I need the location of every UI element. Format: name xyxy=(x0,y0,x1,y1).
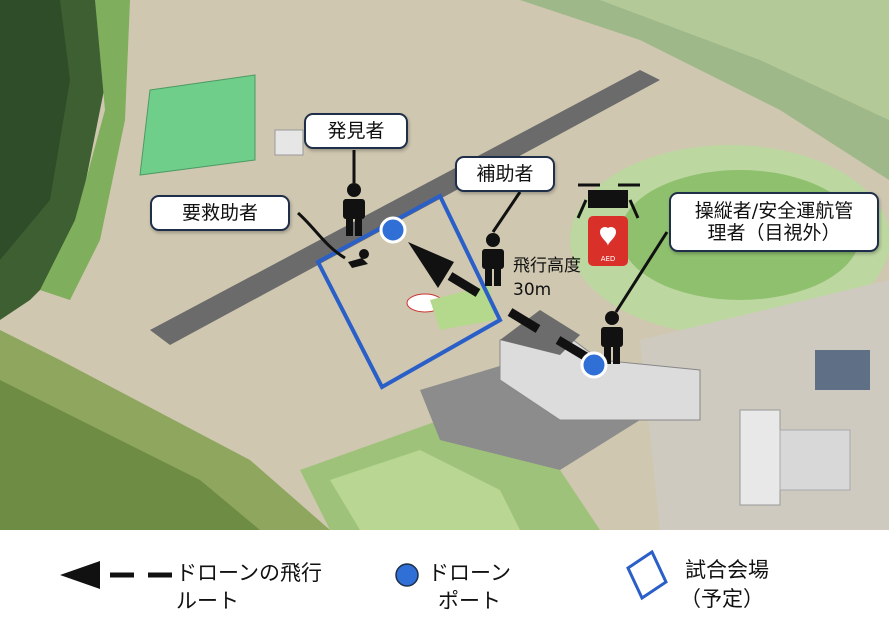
warehouse-building xyxy=(779,429,851,491)
farmland-stripe xyxy=(600,0,889,120)
greenhouse xyxy=(139,74,256,176)
field-bottom-left-dark xyxy=(0,380,260,530)
forest-dark xyxy=(0,0,70,260)
green-plaza-light xyxy=(330,450,520,530)
helipad-green xyxy=(430,285,495,330)
callout-discoverer-text: 発見者 xyxy=(327,120,385,142)
callout-assistant-text: 補助者 xyxy=(476,163,534,185)
callout-operator-line1: 操縦者/安全運航管 xyxy=(694,200,854,222)
legend-venue-label-line1: 試合会場 xyxy=(685,558,769,582)
altitude-label-line2: 30m xyxy=(513,280,552,300)
callout-assistant: 補助者 xyxy=(455,156,555,192)
aed-badge-text: AED xyxy=(601,255,616,263)
callout-operator-line2: 理者（目視外） xyxy=(707,222,841,244)
pointer-assistant xyxy=(491,191,522,233)
altitude-label-line1: 飛行高度 xyxy=(513,256,581,276)
blue-building xyxy=(815,350,870,390)
pointer-rescuee xyxy=(297,211,346,260)
legend-port-label-line1: ドローン xyxy=(428,561,511,585)
legend-port-label-line2: ポート xyxy=(438,589,501,613)
callout-operator: 操縦者/安全運航管 理者（目視外） xyxy=(669,192,879,252)
route-dash-2 xyxy=(507,308,541,333)
route-arrowhead xyxy=(408,242,454,288)
legend-route-arrow-icon xyxy=(60,561,100,589)
callout-rescuee-text: 要救助者 xyxy=(181,202,258,224)
hut xyxy=(274,129,304,156)
person-icon-discoverer xyxy=(343,183,365,236)
venue-area-outline xyxy=(315,193,503,390)
route-dash-1 xyxy=(447,272,481,297)
callout-discoverer: 発見者 xyxy=(304,113,408,149)
runway-road xyxy=(150,70,660,345)
tower-building xyxy=(739,409,781,506)
legend-venue-label-line2: （予定） xyxy=(680,587,764,611)
route-dash-3 xyxy=(555,336,591,362)
legend-route-label-line1: ドローンの飛行 xyxy=(176,561,322,585)
lying-person-icon xyxy=(348,249,369,268)
parking-lot xyxy=(420,360,640,470)
person-icon-assistant xyxy=(482,233,504,286)
legend-route-label-line2: ルート xyxy=(176,589,239,613)
grass-strip xyxy=(40,0,130,300)
drone-port-venue xyxy=(379,216,407,244)
pointer-operator xyxy=(614,231,669,313)
aed-drone-icon: AED xyxy=(576,183,640,266)
callout-rescuee: 要救助者 xyxy=(150,195,290,231)
person-icon-operator xyxy=(601,311,623,364)
drone-port-building xyxy=(580,351,608,379)
legend-port-icon xyxy=(395,563,419,587)
legend-venue-icon xyxy=(626,549,668,601)
